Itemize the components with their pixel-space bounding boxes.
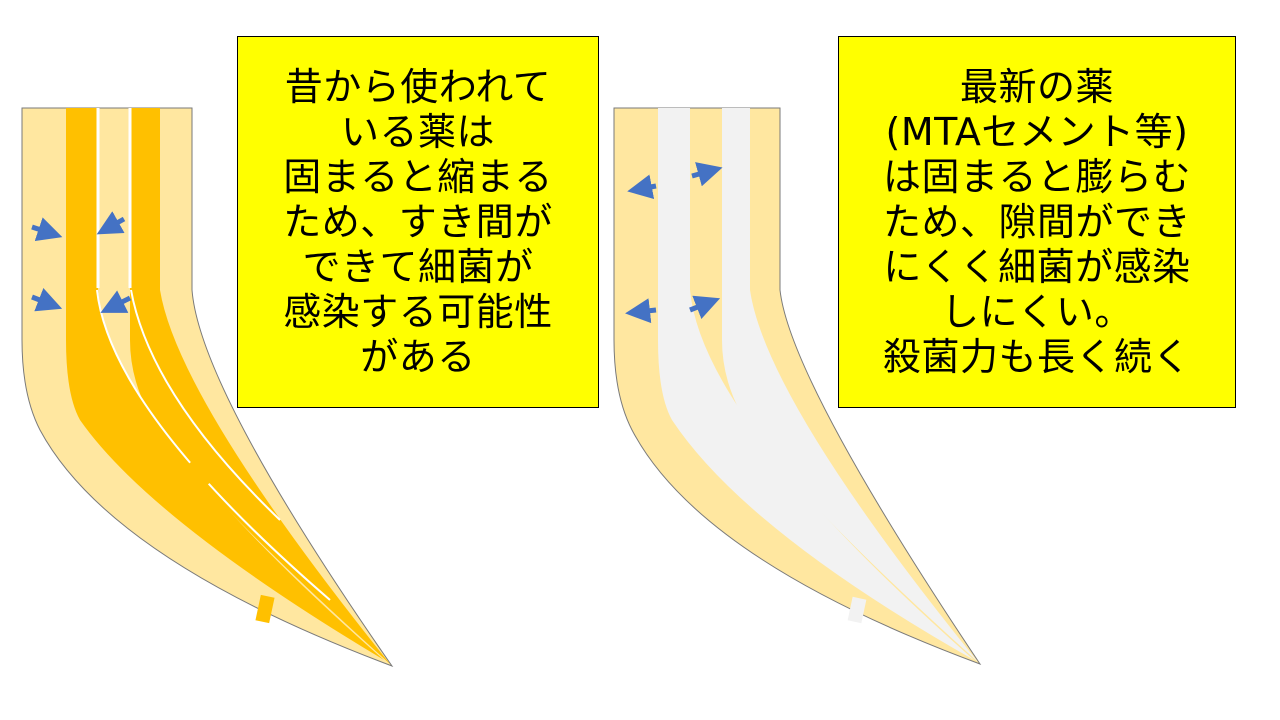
old-medicine-note: 昔から使われて いる薬は 固まると縮まる ため、すき間が できて細菌が 感染する… bbox=[237, 36, 599, 408]
arrow-inward bbox=[100, 290, 132, 313]
new-filling-left-strip bbox=[658, 108, 974, 660]
gap-line bbox=[130, 289, 281, 521]
note-line: いる薬は bbox=[340, 109, 495, 154]
root-outline bbox=[613, 107, 982, 666]
root-outline bbox=[21, 107, 394, 668]
arrow-inward bbox=[31, 288, 63, 312]
note-line: 昔から使われて bbox=[284, 64, 552, 109]
note-line: がある bbox=[360, 334, 476, 379]
lateral-canal-block bbox=[165, 459, 213, 505]
note-line: にくく細菌が感染 bbox=[883, 244, 1191, 289]
new-filling-right-strip bbox=[722, 108, 978, 662]
note-line: 感染する可能性 bbox=[283, 289, 553, 334]
new-medicine-note: 最新の薬 (MTAセメント等) は固まると膨らむ ため、隙間ができ にくく細菌が… bbox=[838, 36, 1236, 408]
arrow-inward bbox=[96, 211, 126, 235]
arrow-outward bbox=[625, 298, 657, 324]
arrow-inward bbox=[31, 217, 63, 242]
old-filling-right-strip bbox=[130, 108, 390, 664]
gap-line bbox=[96, 289, 331, 601]
note-line: できて細菌が bbox=[302, 244, 534, 289]
arrow-outward bbox=[691, 162, 723, 187]
arrow-outward bbox=[627, 174, 657, 200]
lateral-canal-fill bbox=[847, 596, 867, 624]
note-line: ため、隙間ができ bbox=[882, 199, 1191, 244]
lateral-canal-block bbox=[255, 594, 275, 624]
root-new-medicine bbox=[613, 107, 982, 666]
note-line: 固まると縮まる bbox=[283, 154, 553, 199]
arrow-outward bbox=[689, 295, 721, 319]
note-line: 殺菌力も長く続く bbox=[882, 334, 1191, 379]
note-line: しにくい。 bbox=[941, 289, 1133, 334]
note-line: ため、すき間が bbox=[283, 199, 553, 244]
note-line: は固まると膨らむ bbox=[882, 154, 1191, 199]
note-line: 最新の薬 bbox=[959, 64, 1114, 109]
note-line: (MTAセメント等) bbox=[885, 109, 1189, 154]
lateral-canal-fill bbox=[778, 458, 818, 496]
root-old-medicine bbox=[21, 107, 394, 668]
